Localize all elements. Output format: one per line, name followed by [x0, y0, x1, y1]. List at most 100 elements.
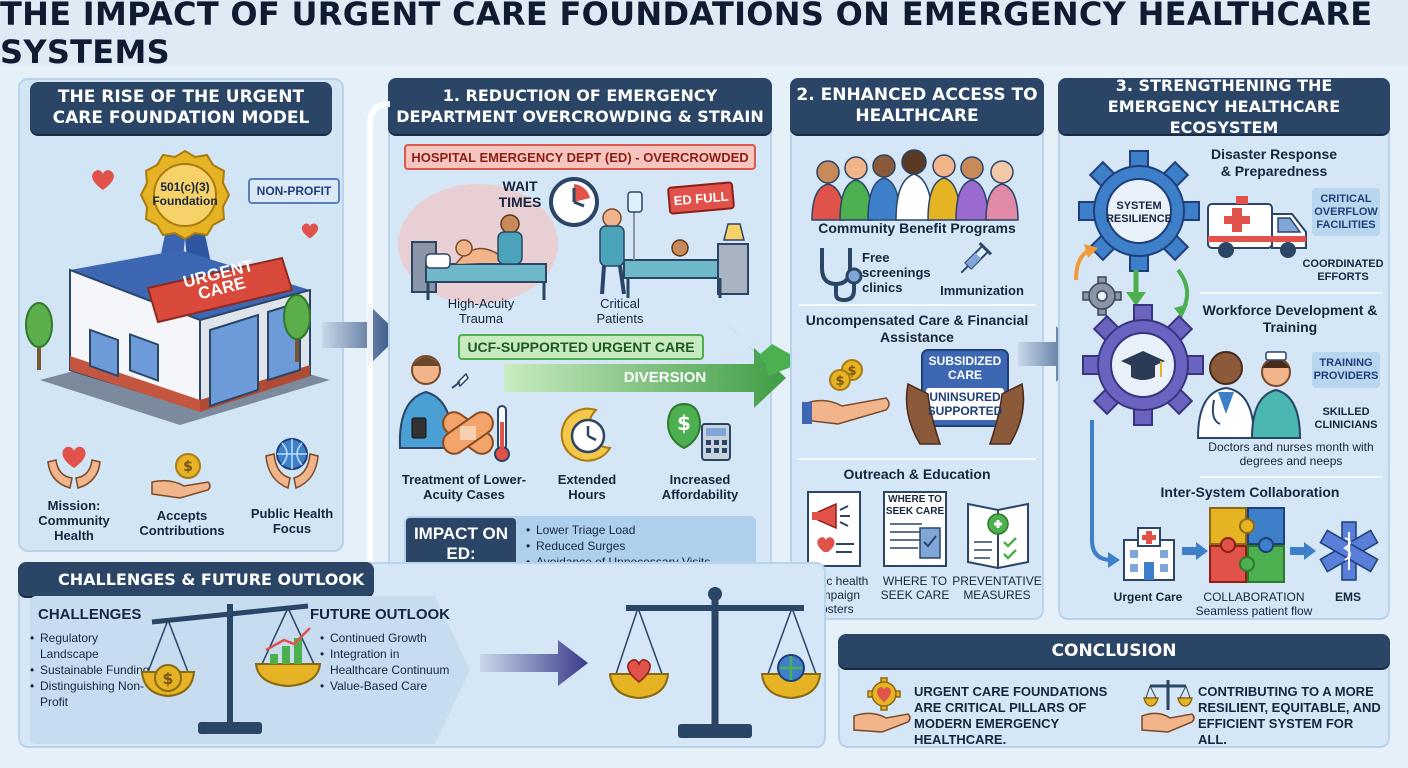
hand-heart-gear-icon: [853, 677, 911, 733]
poster-icon: [807, 491, 861, 567]
access-header: 2. ENHANCED ACCESS TO HEALTHCARE: [790, 78, 1044, 134]
contributions-label: Accepts Contributions: [139, 508, 225, 538]
future-title: FUTURE OUTLOOK: [310, 606, 450, 623]
checklist-doc-icon: [883, 491, 947, 567]
divider: [798, 458, 1036, 460]
arrow-right-icon: [480, 640, 588, 686]
impact-item: Reduced Surges: [526, 538, 752, 554]
challenges-header: CHALLENGES & FUTURE OUTLOOK: [18, 562, 374, 596]
title-bar: THE IMPACT OF URGENT CARE FOUNDATIONS ON…: [0, 0, 1408, 71]
system-resilience-gear-icon: [1078, 150, 1200, 272]
unbalanced-scale-icon: $: [140, 603, 322, 734]
arrow-right-icon: [1290, 542, 1316, 560]
reduction-header: 1. REDUCTION OF EMERGENCY DEPARTMENT OVE…: [388, 78, 772, 134]
collab-label: COLLABORATION Seamless patient flow: [1195, 590, 1313, 618]
coins-hand-icon: $ $: [802, 359, 890, 425]
svg-text:$: $: [162, 669, 173, 688]
resilience-label: SYSTEM RESILIENCE: [1105, 200, 1172, 225]
diversion-arrow-icon: [504, 320, 804, 408]
puzzle-collaboration-icon: [1209, 507, 1285, 583]
disaster-title: Disaster Response & Preparedness: [1210, 146, 1338, 179]
ems-label: EMS: [1334, 590, 1361, 604]
challenges-list: Regulatory Landscape Sustainable Funding…: [30, 630, 160, 710]
conclusion-left-text: URGENT CARE FOUNDATIONS ARE CRITICAL PIL…: [914, 684, 1108, 747]
svg-text:$: $: [677, 411, 691, 435]
skilled-label: SKILLED CLINICIANS: [1314, 406, 1378, 431]
affordability-label: Increased Affordability: [661, 472, 739, 502]
doctor-nurse-icon: [1196, 351, 1302, 439]
ems-star-icon: [1319, 521, 1379, 581]
where-label: WHERE TO SEEK CARE: [880, 574, 950, 602]
hand-scale-icon: [1141, 680, 1195, 733]
treatment-label: Treatment of Lower-Acuity Cases: [401, 472, 527, 502]
moon-clock-icon: [560, 407, 612, 462]
future-item: Continued Growth: [320, 630, 460, 646]
svg-text:$: $: [847, 364, 856, 379]
connector-line: [367, 101, 391, 570]
future-list: Continued Growth Integration in Healthca…: [320, 630, 460, 694]
public-health-label: Public Health Focus: [250, 506, 334, 536]
future-item: Value-Based Care: [320, 678, 460, 694]
heart-icon: [301, 223, 319, 239]
tree-icon: [25, 302, 53, 370]
balanced-scale-icon: [608, 587, 822, 738]
future-item: Integration in Healthcare Continuum: [320, 646, 460, 678]
bandage-icon: [442, 405, 510, 462]
tree-icon: [283, 294, 311, 362]
divider: [1200, 476, 1382, 478]
divider: [798, 304, 1036, 306]
coin-hand-icon: $: [151, 453, 211, 499]
immunization-label: Immunization: [940, 283, 1024, 298]
uncomp-title: Uncompensated Care & Financial Assistanc…: [805, 312, 1029, 345]
clock-icon: [549, 177, 599, 227]
small-gear-icon: [1082, 276, 1122, 316]
overcrowded-ed-scene-icon: [398, 184, 749, 304]
ed-full-sign: ED FULL: [666, 181, 736, 215]
outreach-title: Outreach & Education: [843, 466, 991, 482]
hands-heart-icon: [47, 446, 101, 489]
arrow-right-icon: [322, 304, 400, 366]
impact-label: IMPACT ON ED:: [406, 518, 516, 570]
wait-times-label: WAIT TIMES: [498, 178, 542, 210]
globe-hands-icon: [265, 438, 319, 490]
heart-icon: [92, 170, 114, 190]
ecosystem-header: 3. STRENGTHENING THE EMERGENCY HEALTHCAR…: [1058, 76, 1390, 137]
coordinated-label: COORDINATED EFFORTS: [1302, 258, 1384, 283]
stethoscope-icon: [820, 248, 863, 303]
impact-item: Lower Triage Load: [526, 522, 752, 538]
challenge-item: Regulatory Landscape: [30, 630, 160, 662]
nonprofit-tag: NON-PROFIT: [248, 178, 340, 204]
ambulance-icon: [1207, 196, 1307, 258]
critical-overflow-tag: CRITICAL OVERFLOW FACILITIES: [1312, 188, 1380, 236]
page-title: THE IMPACT OF URGENT CARE FOUNDATIONS ON…: [0, 0, 1373, 71]
svg-text:$: $: [835, 374, 844, 389]
connector-line: [1090, 420, 1120, 568]
challenge-item: Distinguishing Non-Profit: [30, 678, 160, 710]
ed-banner: HOSPITAL EMERGENCY DEPT (ED) - OVERCROWD…: [404, 144, 756, 170]
subsidized-label: SUBSIDIZED CARE: [928, 354, 1002, 382]
inter-title: Inter-System Collaboration: [1160, 484, 1340, 500]
mission-label: Mission: Community Health: [38, 498, 110, 543]
arrow-right-icon: [1182, 542, 1208, 560]
card-hands-icon: [905, 349, 1025, 445]
trauma-label: High-Acuity Trauma: [447, 296, 515, 326]
conclusion-header: CONCLUSION: [838, 634, 1390, 668]
badge-label: 501(c)(3) Foundation: [152, 180, 218, 208]
conclusion-right-text: CONTRIBUTING TO A MORE RESILIENT, EQUITA…: [1198, 684, 1381, 747]
nurse-icon: [398, 355, 469, 449]
hospital-icon: [1123, 527, 1175, 581]
doctors-label: Doctors and nurses month with degrees an…: [1208, 440, 1374, 468]
training-tag: TRAINING PROVIDERS: [1312, 352, 1380, 388]
urgent-care-building-icon: [40, 250, 330, 425]
uninsured-label: UNINSURED SUPPORTED: [927, 390, 1003, 418]
where-doc-label: WHERE TO SEEK CARE: [885, 494, 945, 517]
workforce-title: Workforce Development & Training: [1202, 302, 1378, 335]
ucf-banner: UCF-SUPPORTED URGENT CARE: [458, 334, 704, 360]
screenings-label: Free screenings clinics: [862, 250, 931, 295]
challenge-item: Sustainable Funding: [30, 662, 160, 678]
cycle-arrow-icon: [1074, 244, 1190, 318]
syringe-icon: [960, 241, 993, 274]
svg-text:$: $: [183, 459, 193, 475]
rise-header: THE RISE OF THE URGENT CARE FOUNDATION M…: [30, 82, 332, 134]
preventive-label: PREVENTATIVE MEASURES: [952, 574, 1042, 602]
